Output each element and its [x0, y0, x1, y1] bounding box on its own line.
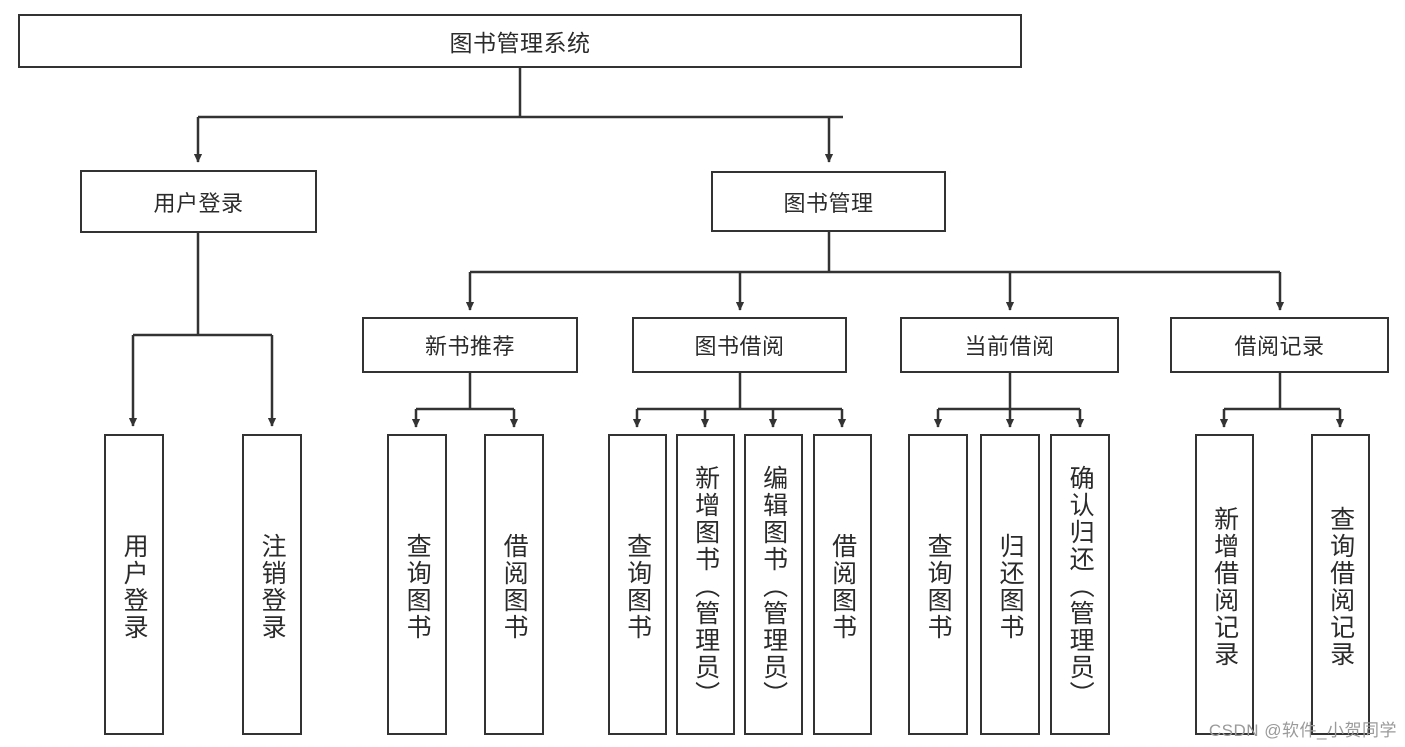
leaf-nb-query-book-label: 查询图书 [403, 532, 432, 641]
node-user-login[interactable]: 用户登录 [80, 170, 317, 233]
leaf-bb-borrow-book-label: 借阅图书 [828, 532, 857, 641]
watermark-text: CSDN @软件_小贺同学 [1208, 721, 1397, 740]
node-root-label: 图书管理系统 [449, 30, 591, 56]
leaf-user-login-label: 用户登录 [120, 532, 149, 641]
leaf-user-login[interactable]: 用户登录 [104, 434, 164, 735]
leaf-cb-query-book-label: 查询图书 [924, 532, 953, 641]
leaf-logout-label: 注销登录 [258, 532, 287, 641]
leaf-br-add-record[interactable]: 新增借阅记录 [1195, 434, 1254, 735]
node-book-management[interactable]: 图书管理 [711, 171, 946, 232]
node-current-borrow[interactable]: 当前借阅 [900, 317, 1119, 373]
leaf-cb-return-book[interactable]: 归还图书 [980, 434, 1040, 735]
leaf-br-query-record-label: 查询借阅记录 [1326, 505, 1355, 668]
leaf-br-query-record[interactable]: 查询借阅记录 [1311, 434, 1370, 735]
leaf-nb-borrow-book-label: 借阅图书 [500, 532, 529, 641]
leaf-bb-borrow-book[interactable]: 借阅图书 [813, 434, 872, 735]
node-new-book-recommend[interactable]: 新书推荐 [362, 317, 578, 373]
leaf-bb-add-book-label: 新增图书（管理员） [691, 465, 720, 708]
leaf-bb-query-book[interactable]: 查询图书 [608, 434, 667, 735]
leaf-bb-edit-book-label: 编辑图书（管理员） [759, 465, 788, 708]
node-user-login-label: 用户登录 [153, 190, 244, 216]
node-book-management-label: 图书管理 [783, 190, 874, 216]
leaf-nb-query-book[interactable]: 查询图书 [387, 434, 447, 735]
leaf-nb-borrow-book[interactable]: 借阅图书 [484, 434, 544, 735]
node-current-borrow-label: 当前借阅 [964, 334, 1055, 359]
leaf-bb-query-book-label: 查询图书 [623, 532, 652, 641]
node-book-borrow-label: 图书借阅 [694, 334, 785, 359]
node-root[interactable]: 图书管理系统 [18, 14, 1022, 68]
node-book-borrow[interactable]: 图书借阅 [632, 317, 847, 373]
leaf-bb-edit-book[interactable]: 编辑图书（管理员） [744, 434, 803, 735]
node-borrow-record[interactable]: 借阅记录 [1170, 317, 1389, 373]
leaf-bb-add-book[interactable]: 新增图书（管理员） [676, 434, 735, 735]
leaf-br-add-record-label: 新增借阅记录 [1210, 505, 1239, 668]
node-new-book-recommend-label: 新书推荐 [424, 334, 515, 359]
leaf-cb-query-book[interactable]: 查询图书 [908, 434, 968, 735]
leaf-cb-return-book-label: 归还图书 [996, 532, 1025, 641]
leaf-cb-confirm-return[interactable]: 确认归还（管理员） [1050, 434, 1110, 735]
leaf-cb-confirm-return-label: 确认归还（管理员） [1066, 465, 1095, 708]
leaf-logout[interactable]: 注销登录 [242, 434, 302, 735]
node-borrow-record-label: 借阅记录 [1234, 334, 1325, 359]
